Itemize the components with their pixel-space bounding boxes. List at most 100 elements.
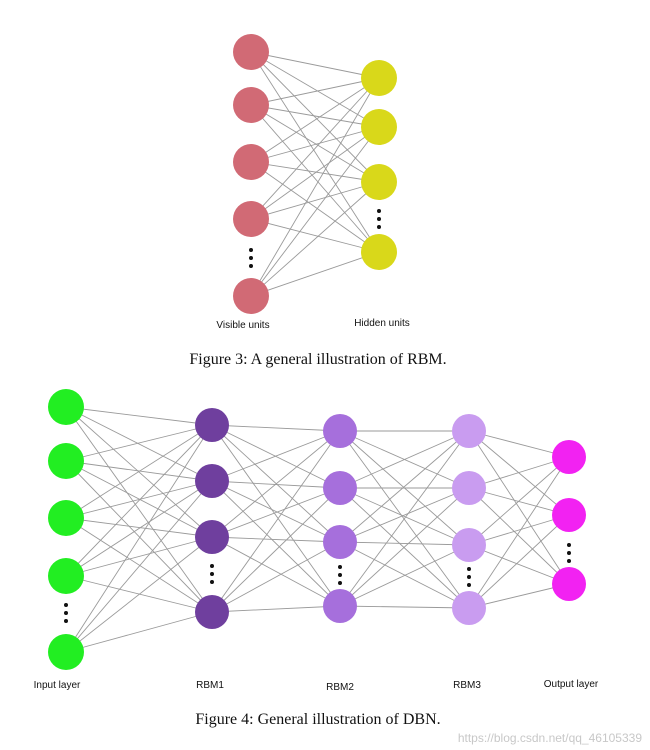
connection-line bbox=[250, 77, 380, 220]
connection-line bbox=[211, 487, 341, 613]
connection-line bbox=[65, 406, 213, 482]
hidden-unit-node bbox=[361, 164, 397, 200]
connection-line bbox=[211, 424, 341, 607]
connection-line bbox=[468, 430, 570, 516]
ellipsis-markers bbox=[64, 209, 571, 623]
hidden-unit-node bbox=[361, 109, 397, 145]
connection-line bbox=[250, 126, 380, 163]
connection-line bbox=[65, 611, 213, 653]
connection-line bbox=[339, 544, 470, 607]
vertical-ellipsis-icon bbox=[567, 543, 571, 563]
output-layer-node bbox=[552, 567, 586, 601]
dbn-output-layer-label: Output layer bbox=[544, 679, 599, 690]
connection-line bbox=[65, 517, 213, 613]
connection-lines bbox=[65, 51, 570, 653]
dbn-input-layer-label: Input layer bbox=[34, 680, 81, 691]
rbm2-node bbox=[323, 525, 357, 559]
output-layer-node bbox=[552, 440, 586, 474]
rbm3-node bbox=[452, 414, 486, 448]
vertical-ellipsis-icon bbox=[64, 603, 68, 623]
connection-line bbox=[211, 480, 341, 543]
connection-line bbox=[250, 126, 380, 297]
connection-line bbox=[211, 424, 341, 432]
figure4-caption: Figure 4: General illustration of DBN. bbox=[195, 711, 440, 728]
connection-line bbox=[339, 487, 470, 607]
connection-line bbox=[250, 77, 380, 163]
connection-line bbox=[250, 161, 380, 253]
connection-line bbox=[468, 544, 570, 585]
rbm-hidden-units-label: Hidden units bbox=[354, 318, 410, 329]
hidden-unit-node bbox=[361, 60, 397, 96]
connection-line bbox=[468, 514, 570, 546]
visible-unit-node bbox=[233, 34, 269, 70]
figure3-caption: Figure 3: A general illustration of RBM. bbox=[189, 351, 446, 368]
visible-unit-node bbox=[233, 144, 269, 180]
connection-line bbox=[250, 77, 380, 297]
input-layer-node bbox=[48, 443, 84, 479]
connection-line bbox=[211, 536, 341, 543]
connection-line bbox=[65, 406, 213, 613]
connection-line bbox=[250, 104, 380, 253]
connection-line bbox=[211, 605, 341, 613]
connection-line bbox=[339, 430, 470, 607]
connection-line bbox=[468, 514, 570, 609]
vertical-ellipsis-icon bbox=[377, 209, 381, 229]
visible-unit-node bbox=[233, 87, 269, 123]
connection-line bbox=[339, 430, 470, 543]
connection-line bbox=[65, 424, 213, 462]
output-layer-node bbox=[552, 498, 586, 532]
connection-line bbox=[65, 480, 213, 577]
dbn-rbm1-label: RBM1 bbox=[196, 680, 224, 691]
connection-line bbox=[65, 406, 213, 426]
connection-line bbox=[250, 251, 380, 297]
visible-unit-node bbox=[233, 278, 269, 314]
connection-line bbox=[250, 51, 380, 79]
vertical-ellipsis-icon bbox=[249, 248, 253, 268]
connection-line bbox=[250, 104, 380, 183]
connection-line bbox=[339, 541, 470, 546]
vertical-ellipsis-icon bbox=[210, 564, 214, 584]
input-layer-node bbox=[48, 500, 84, 536]
connection-line bbox=[250, 126, 380, 220]
connection-line bbox=[339, 487, 470, 609]
connection-line bbox=[468, 456, 570, 489]
hidden-unit-node bbox=[361, 234, 397, 270]
connection-line bbox=[250, 77, 380, 106]
dbn-rbm2-label: RBM2 bbox=[326, 682, 354, 693]
connection-line bbox=[211, 480, 341, 607]
connection-line bbox=[211, 487, 341, 538]
input-layer-node bbox=[48, 558, 84, 594]
connection-line bbox=[65, 424, 213, 653]
connection-line bbox=[339, 605, 470, 609]
rbm1-node bbox=[195, 520, 229, 554]
rbm2-node bbox=[323, 414, 357, 448]
connection-line bbox=[250, 218, 380, 253]
connection-line bbox=[250, 181, 380, 220]
visible-unit-node bbox=[233, 201, 269, 237]
connection-line bbox=[468, 430, 570, 585]
connection-line bbox=[211, 424, 341, 489]
connection-line bbox=[468, 456, 570, 609]
dbn-rbm3-label: RBM3 bbox=[453, 680, 481, 691]
connection-line bbox=[211, 536, 341, 607]
neuron-nodes bbox=[48, 34, 586, 670]
connection-line bbox=[339, 487, 470, 543]
rbm3-node bbox=[452, 591, 486, 625]
vertical-ellipsis-icon bbox=[338, 565, 342, 585]
connection-line bbox=[65, 424, 213, 519]
connection-line bbox=[468, 430, 570, 458]
connection-line bbox=[468, 487, 570, 585]
connection-line bbox=[65, 480, 213, 653]
connection-line bbox=[211, 430, 341, 538]
rbm1-node bbox=[195, 464, 229, 498]
connection-line bbox=[211, 430, 341, 482]
connection-line bbox=[250, 161, 380, 183]
connection-line bbox=[468, 583, 570, 609]
connection-line bbox=[250, 51, 380, 183]
input-layer-node bbox=[48, 634, 84, 670]
rbm1-node bbox=[195, 408, 229, 442]
connection-line bbox=[211, 430, 341, 613]
connection-line bbox=[65, 460, 213, 613]
connection-line bbox=[65, 536, 213, 653]
